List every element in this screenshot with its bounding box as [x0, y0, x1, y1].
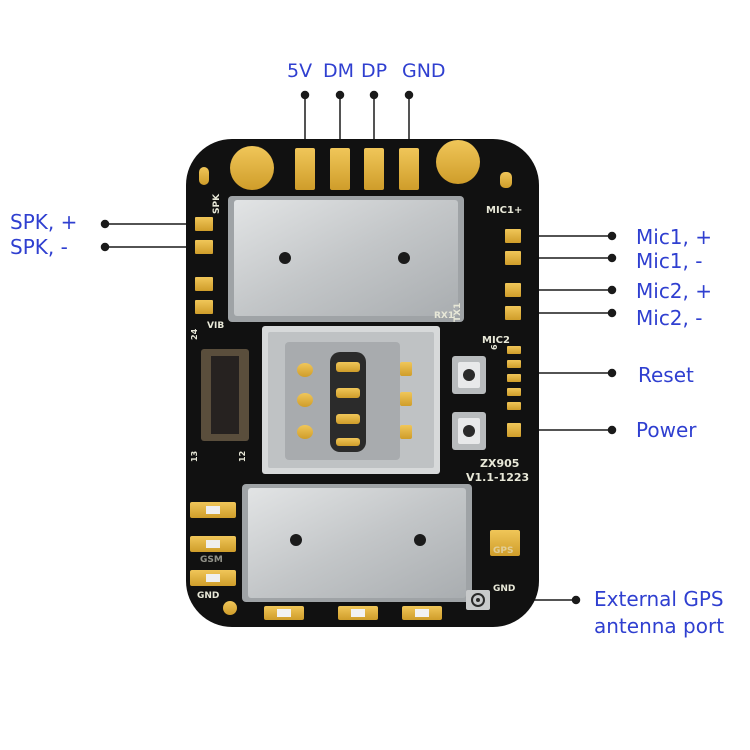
silk-6: 6 — [490, 344, 499, 350]
top-rf-shield — [228, 196, 464, 322]
label-gps-line1: External GPS — [594, 587, 724, 611]
label-mic2-plus: Mic2, + — [636, 279, 713, 303]
silk-24: 24 — [190, 328, 199, 340]
silkscreen: SPK MIC1+ RX1 TX1 MIC2 VIB 24 13 12 6 ZX… — [190, 193, 529, 601]
silk-version: V1.1-1223 — [466, 471, 529, 484]
silk-gps: GPS — [493, 546, 513, 556]
silk-13: 13 — [190, 451, 199, 462]
label-dm: DM — [323, 60, 355, 82]
silk-12: 12 — [238, 451, 247, 462]
label-spk-plus: SPK, + — [10, 210, 78, 234]
power-button-component — [452, 412, 486, 450]
label-reset: Reset — [638, 363, 694, 387]
gps-antenna-connector — [466, 590, 490, 610]
bottom-rf-shield — [242, 484, 472, 602]
right-pads — [505, 229, 521, 437]
silk-mic1: MIC1+ — [486, 205, 522, 216]
silk-model: ZX905 — [480, 457, 519, 470]
left-bottom-pads — [190, 502, 237, 615]
top-pads — [199, 140, 512, 190]
label-mic2-minus: Mic2, - — [636, 306, 703, 330]
gps-pad — [490, 530, 520, 556]
silk-spk: SPK — [212, 193, 222, 214]
label-gnd: GND — [402, 60, 446, 82]
bottom-leds — [264, 606, 442, 620]
silk-gsm: GSM — [200, 555, 223, 565]
silk-tx1: TX1 — [453, 303, 463, 322]
label-power: Power — [636, 418, 697, 442]
silk-rx1: RX1 — [434, 311, 454, 321]
silk-vib: VIB — [207, 321, 224, 331]
silk-mic2: MIC2 — [482, 335, 510, 346]
label-5v: 5V — [287, 60, 313, 82]
board-connector — [201, 349, 249, 441]
left-pads — [195, 217, 213, 314]
label-mic1-minus: Mic1, - — [636, 249, 703, 273]
label-gps-line2: antenna port — [594, 614, 725, 638]
label-mic1-plus: Mic1, + — [636, 225, 713, 249]
silk-gnd-right: GND — [493, 584, 515, 594]
label-spk-minus: SPK, - — [10, 235, 68, 259]
sim-card-slot — [262, 326, 440, 474]
reset-button-component — [452, 356, 486, 394]
label-dp: DP — [361, 60, 388, 82]
callout-lines — [100, 90, 617, 605]
silk-gnd-left: GND — [197, 591, 219, 601]
